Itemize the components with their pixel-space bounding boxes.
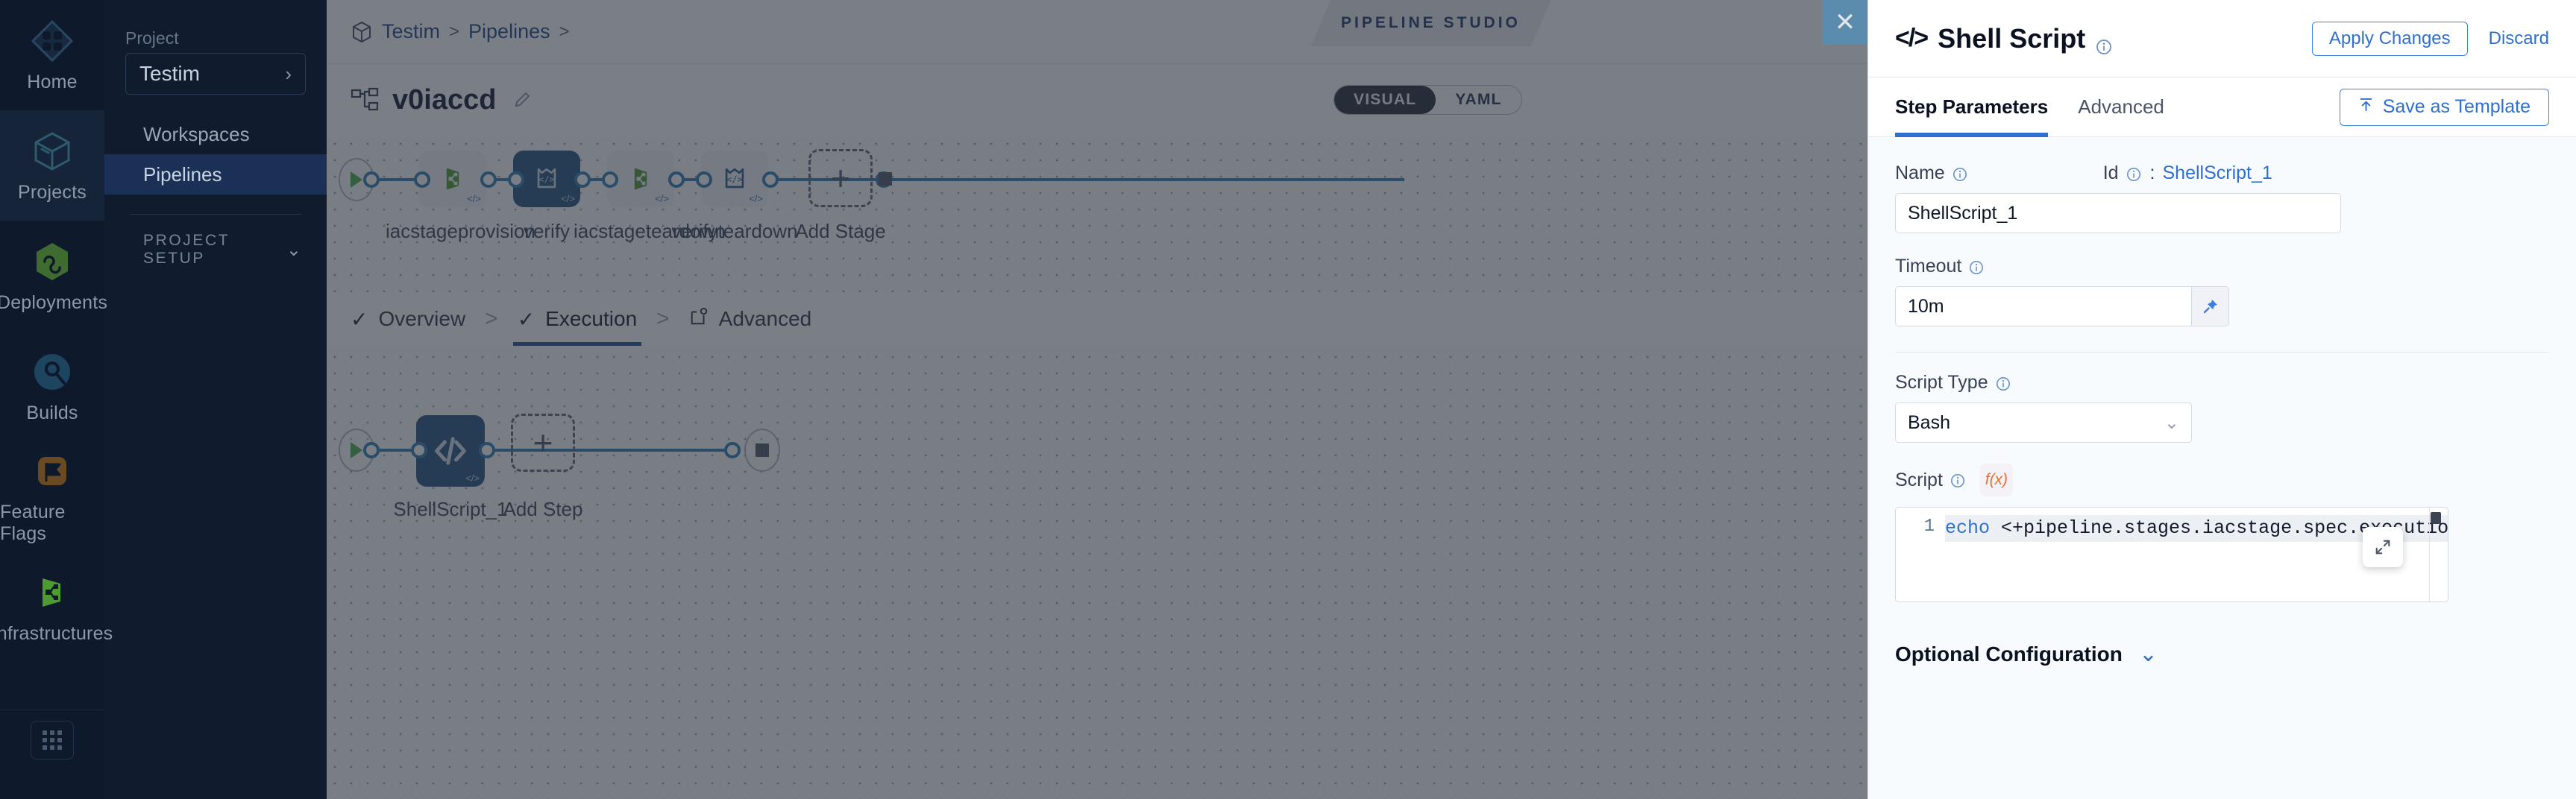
project-selector-value: Testim <box>139 62 200 85</box>
deployments-hex-icon <box>29 239 75 285</box>
script-type-label: Script Type <box>1895 372 2549 394</box>
project-label: Project <box>125 28 179 48</box>
script-label-text: Script <box>1895 469 1943 490</box>
info-icon[interactable] <box>2126 165 2143 182</box>
sidebar-item-deployments[interactable]: Deployments <box>0 221 108 331</box>
sidebar-item-infrastructures[interactable]: Infrastructures <box>0 552 113 662</box>
sidebar-item-label: Deployments <box>0 291 108 313</box>
name-id-row: Name Id : ShellScript_1 <box>1895 162 2549 184</box>
tab-step-parameters[interactable]: Step Parameters <box>1895 78 2049 137</box>
expression-fx-button[interactable]: f(x) <box>1979 464 2013 496</box>
rail-bottom <box>0 710 104 799</box>
script-type-select[interactable]: Bash ⌄ <box>1895 402 2192 443</box>
grid-dots <box>43 730 62 750</box>
drawer-body: Name Id : ShellScript_1 ShellScript_1 <box>1868 137 2576 799</box>
sidebar-item-label: Projects <box>18 181 87 203</box>
discard-button[interactable]: Discard <box>2488 28 2549 48</box>
sidebar-item-feature-flags[interactable]: Feature Flags <box>0 441 104 552</box>
project-setup-label: PROJECT SETUP <box>143 232 230 267</box>
info-icon[interactable] <box>1950 472 1967 488</box>
sidebar-item-label: Builds <box>26 402 78 423</box>
code-keyword: echo <box>1945 517 1991 539</box>
chevron-right-icon: › <box>285 62 292 85</box>
script-group: Script f(x) 1 echo <+pipeline.stages.iac… <box>1895 464 2549 602</box>
sidebar-item-label: Feature Flags <box>0 502 66 544</box>
save-as-template-label: Save as Template <box>2382 96 2531 117</box>
script-type-value: Bash <box>1908 411 1950 433</box>
project-panel: Project Testim › Workspaces Pipelines PR… <box>104 0 327 799</box>
drawer-title: </> Shell Script <box>1895 23 2112 54</box>
optional-configuration-section[interactable]: Optional Configuration ⌄ <box>1895 641 2549 667</box>
timeout-label-text: Timeout <box>1895 256 1962 277</box>
nav-item-label: Pipelines <box>143 162 222 186</box>
sidebar-item-builds[interactable]: Builds <box>0 331 104 441</box>
timeout-group: Timeout 10m <box>1895 256 2549 326</box>
script-label: Script <box>1895 470 1967 491</box>
tab-advanced[interactable]: Advanced <box>2078 95 2164 118</box>
cube-icon <box>29 128 75 174</box>
code-brackets-icon: </> <box>1895 24 1929 52</box>
sidebar-item-pipelines[interactable]: Pipelines <box>104 154 327 195</box>
info-icon[interactable] <box>1969 259 1985 275</box>
chevron-down-icon: ⌄ <box>2138 642 2158 666</box>
script-label-row: Script f(x) <box>1895 464 2549 496</box>
timeout-input[interactable]: 10m <box>1895 286 2192 326</box>
id-separator: : <box>2149 162 2155 183</box>
editor-divider <box>2429 508 2430 601</box>
name-label: Name <box>1895 162 1969 184</box>
flag-icon <box>29 448 75 494</box>
grid-apps-icon[interactable] <box>31 721 74 759</box>
project-selector[interactable]: Testim › <box>125 53 306 95</box>
chevron-down-icon: ⌄ <box>2164 412 2179 433</box>
sidebar-item-label: Infrastructures <box>0 622 113 644</box>
infrastructure-icon <box>29 569 75 616</box>
step-id: Id : ShellScript_1 <box>2103 162 2272 184</box>
apply-changes-button[interactable]: Apply Changes <box>2311 21 2468 56</box>
sidebar-item-label: Home <box>27 71 78 92</box>
close-icon[interactable]: ✕ <box>1823 0 1867 45</box>
primary-nav-rail: Home Projects Deployments <box>0 0 113 799</box>
sidebar-item-home[interactable]: Home <box>0 0 104 110</box>
section-divider <box>1895 352 2549 353</box>
info-icon[interactable] <box>1953 165 1969 182</box>
optional-configuration-label: Optional Configuration <box>1895 642 2123 666</box>
script-type-label-text: Script Type <box>1895 372 1988 393</box>
name-label-text: Name <box>1895 162 1945 183</box>
line-number: 1 <box>1923 517 1935 537</box>
pin-icon[interactable] <box>2192 286 2229 326</box>
builds-circle-icon <box>29 349 75 395</box>
project-setup-section[interactable]: PROJECT SETUP ⌄ <box>104 231 327 268</box>
nav-item-label: Workspaces <box>143 122 250 145</box>
editor-scrollbar[interactable] <box>2431 512 2441 524</box>
sidebar-item-projects[interactable]: Projects <box>0 110 104 221</box>
timeout-label: Timeout <box>1895 256 2549 277</box>
nav-divider <box>130 214 301 215</box>
id-value: ShellScript_1 <box>2162 162 2272 183</box>
drawer-header: </> Shell Script Apply Changes Discard <box>1868 0 2576 78</box>
timeout-input-row: 10m <box>1895 277 2549 326</box>
editor-gutter: 1 <box>1896 508 1942 601</box>
drawer-title-text: Shell Script <box>1938 22 2086 54</box>
step-config-drawer: </> Shell Script Apply Changes Discard S… <box>1867 0 2576 799</box>
project-nav-list: Workspaces Pipelines <box>104 114 327 195</box>
script-code-editor[interactable]: 1 echo <+pipeline.stages.iacstage.spec.e… <box>1895 507 2448 602</box>
id-label: Id <box>2102 162 2119 183</box>
sidebar-item-workspaces[interactable]: Workspaces <box>104 114 327 154</box>
script-type-group: Script Type Bash ⌄ <box>1895 372 2549 443</box>
save-as-template-button[interactable]: Save as Template <box>2339 88 2549 126</box>
expand-icon[interactable] <box>2363 527 2403 567</box>
info-icon[interactable] <box>2096 31 2112 54</box>
template-upload-icon <box>2358 96 2374 118</box>
chevron-down-icon: ⌄ <box>286 239 301 260</box>
drawer-tabs: Step Parameters Advanced Save as Templat… <box>1868 78 2576 137</box>
name-input[interactable]: ShellScript_1 <box>1895 193 2341 233</box>
home-diamond-icon <box>29 18 75 64</box>
info-icon[interactable] <box>1996 375 2012 391</box>
